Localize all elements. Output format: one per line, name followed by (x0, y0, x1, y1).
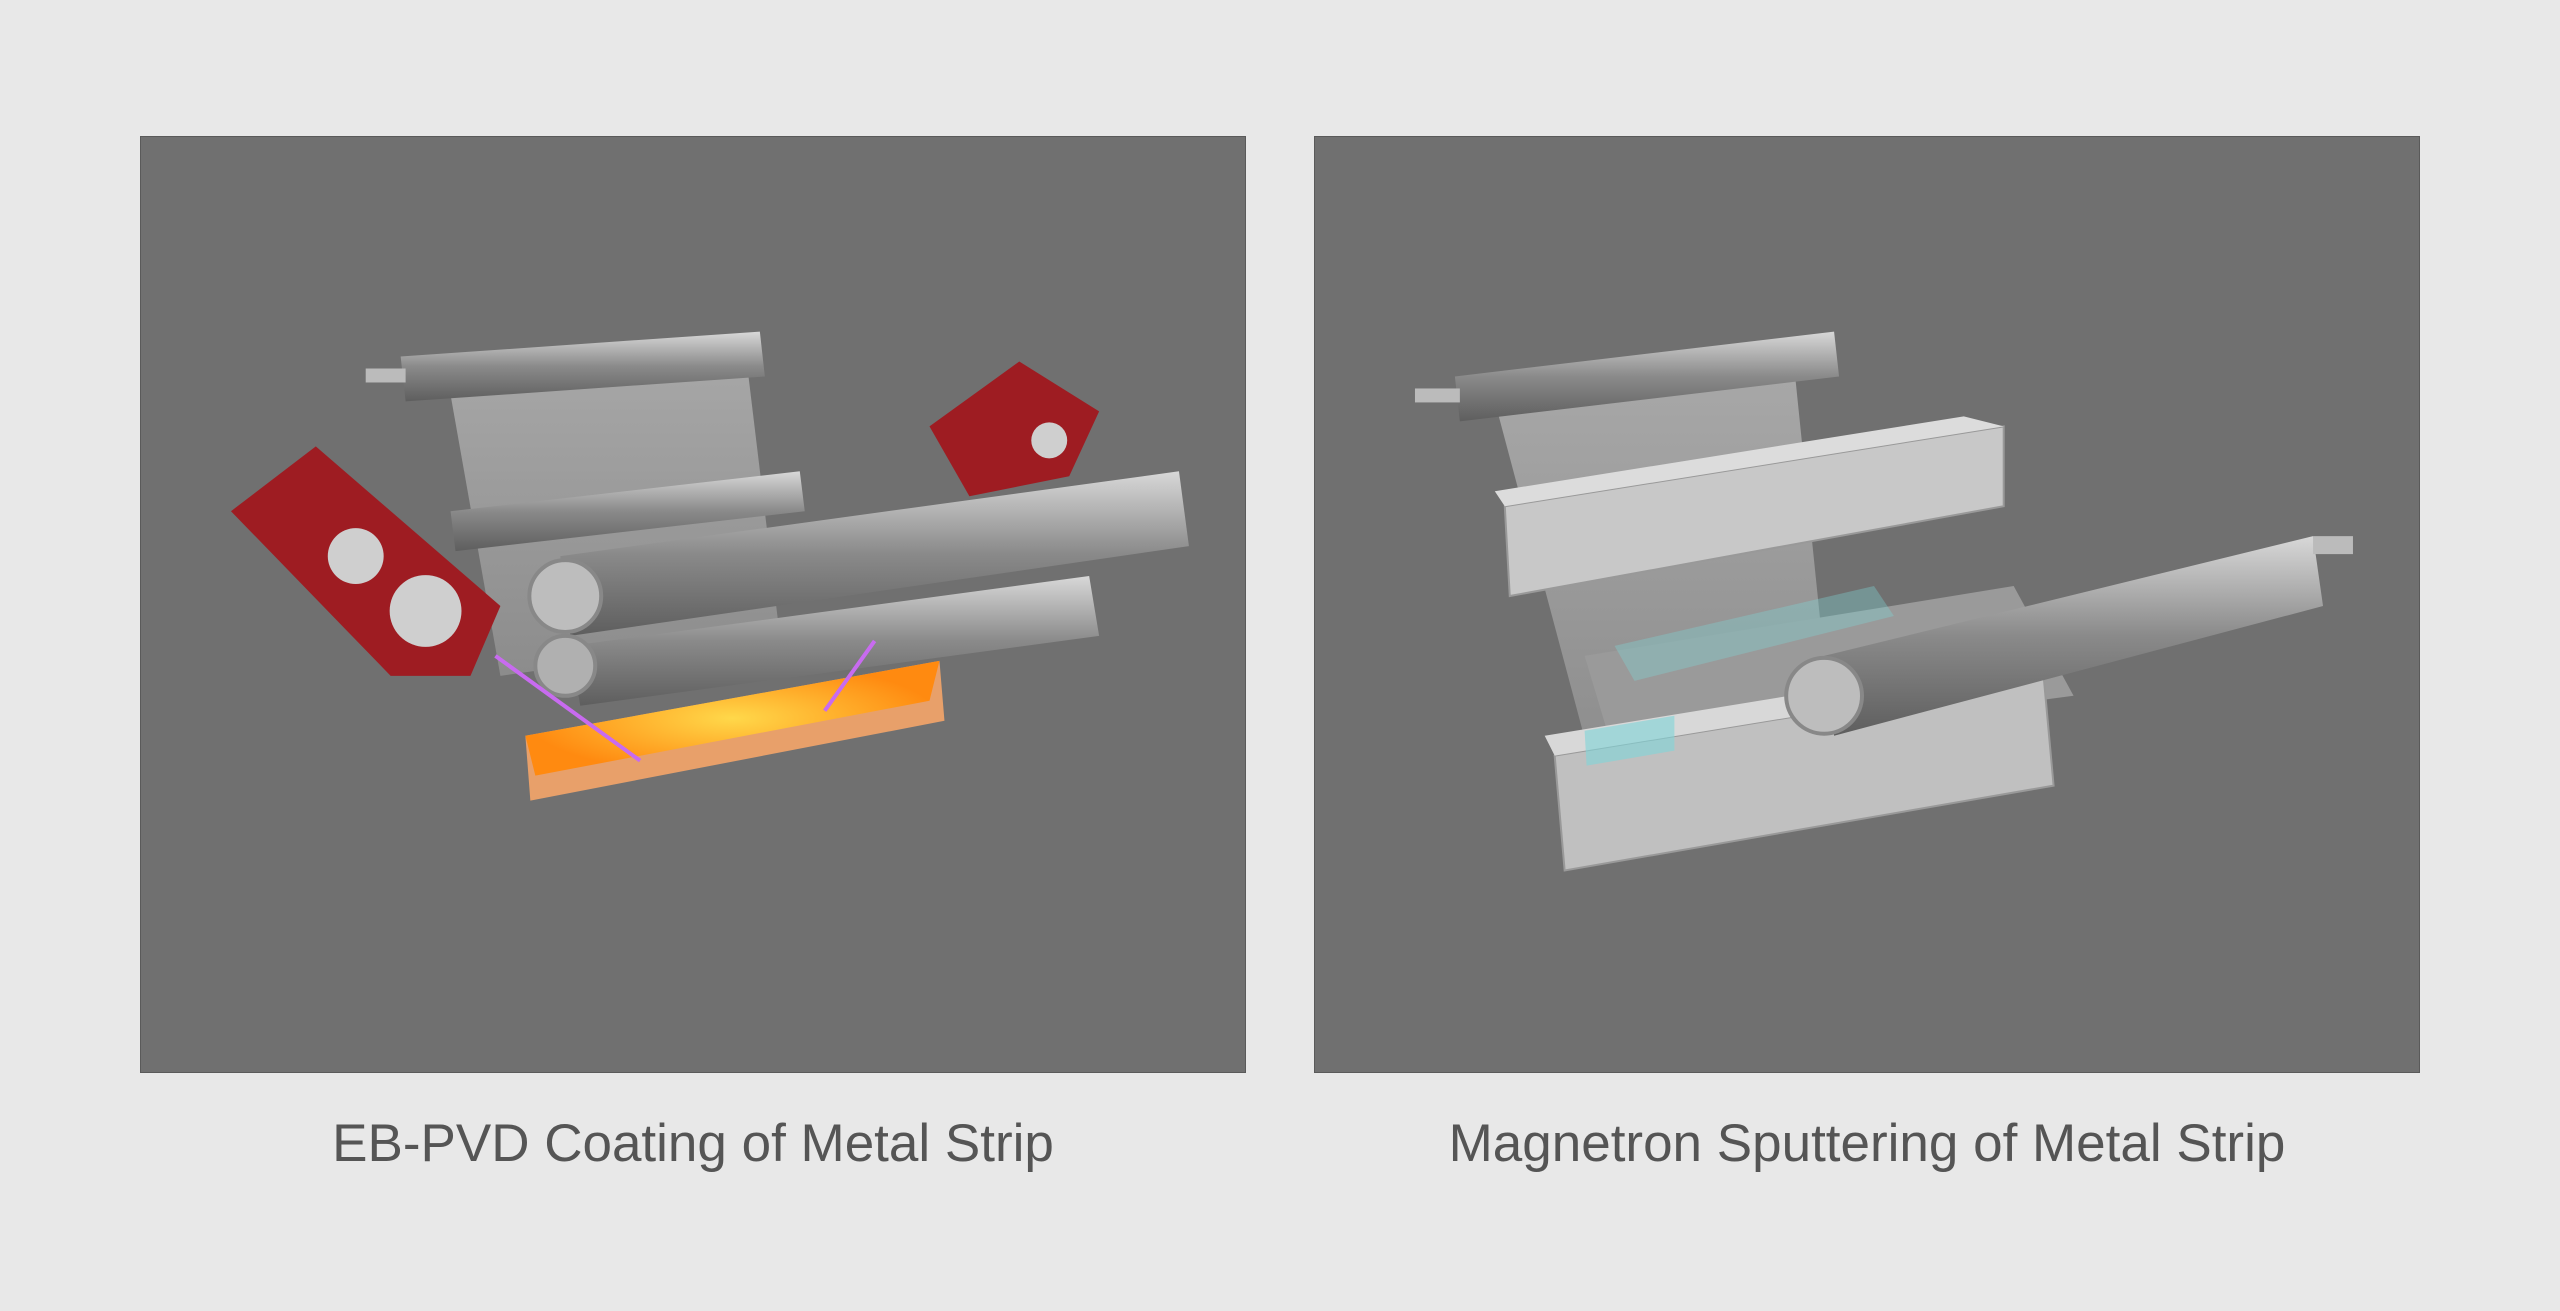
front-roller (527, 471, 1189, 706)
electron-gun-right (823, 361, 1100, 712)
upper-magnetron-housing (1494, 416, 2005, 598)
middle-roller (450, 471, 805, 552)
crucible (525, 660, 945, 801)
plasma-glow (1614, 586, 1894, 681)
eb-pvd-caption: EB-PVD Coating of Metal Strip (332, 1114, 1054, 1173)
magnetron-sputtering-illustration (1314, 136, 2420, 1073)
front-roller (1784, 536, 2353, 736)
eb-pvd-illustration (140, 136, 1246, 1073)
magnetron-sputtering-caption: Magnetron Sputtering of Metal Strip (1448, 1114, 2286, 1173)
top-roller (1414, 331, 1840, 422)
electron-gun-left (230, 446, 642, 763)
top-roller (365, 331, 765, 402)
